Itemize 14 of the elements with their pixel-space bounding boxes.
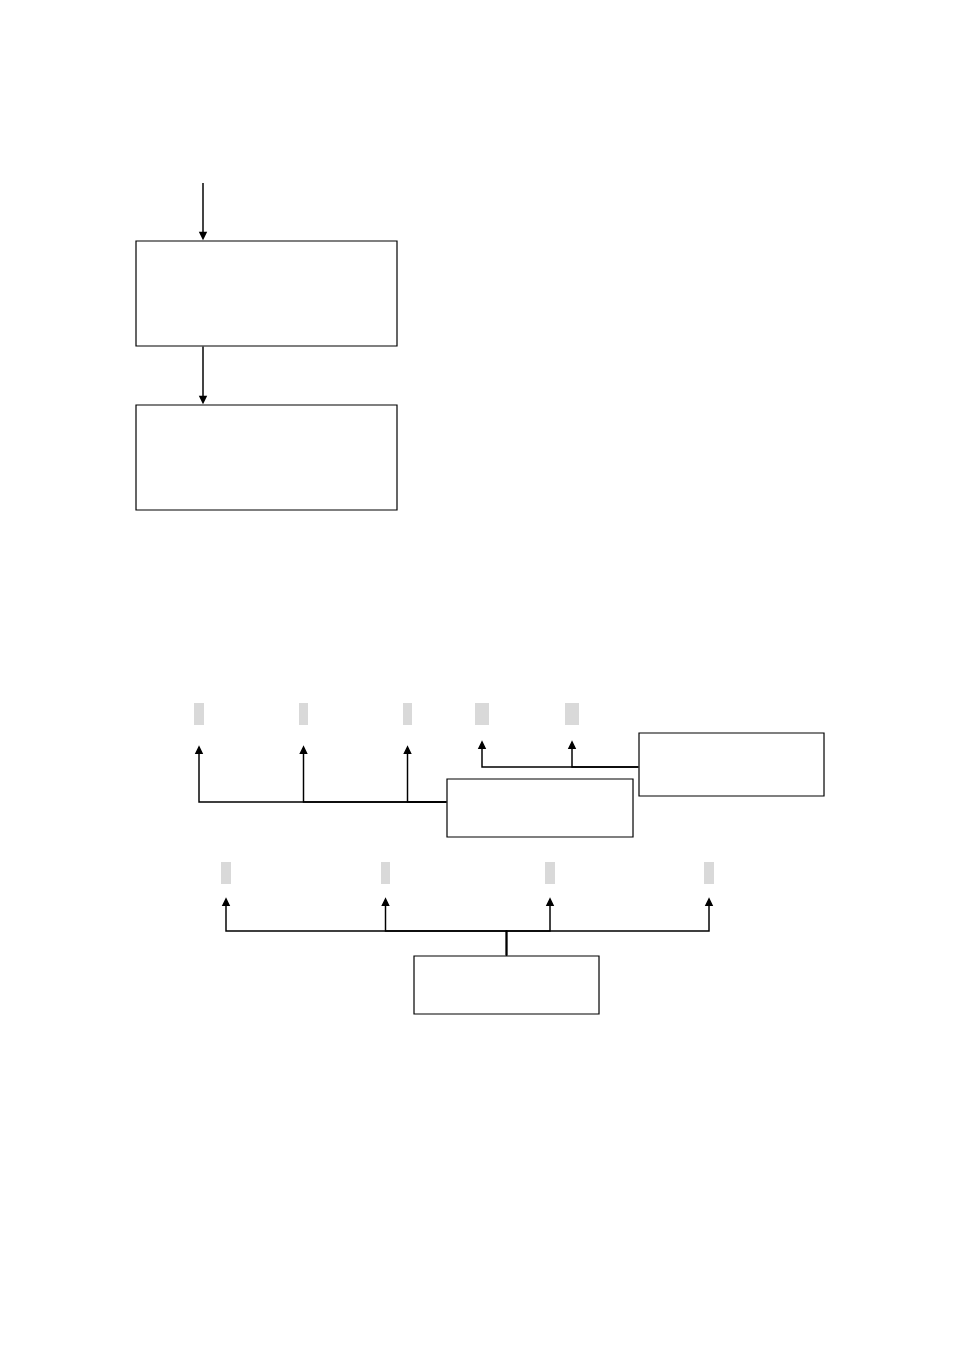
small-bar bbox=[381, 862, 390, 884]
process-box bbox=[638, 732, 825, 797]
small-bar bbox=[545, 862, 555, 884]
small-bar bbox=[475, 703, 489, 725]
process-box bbox=[135, 404, 398, 511]
small-bar bbox=[704, 862, 714, 884]
small-bar bbox=[194, 703, 204, 725]
process-box bbox=[446, 778, 634, 838]
small-bar bbox=[403, 703, 412, 725]
process-box bbox=[413, 955, 600, 1015]
small-bar bbox=[221, 862, 231, 884]
small-bar bbox=[299, 703, 308, 725]
small-bar bbox=[565, 703, 579, 725]
process-box bbox=[135, 240, 398, 347]
